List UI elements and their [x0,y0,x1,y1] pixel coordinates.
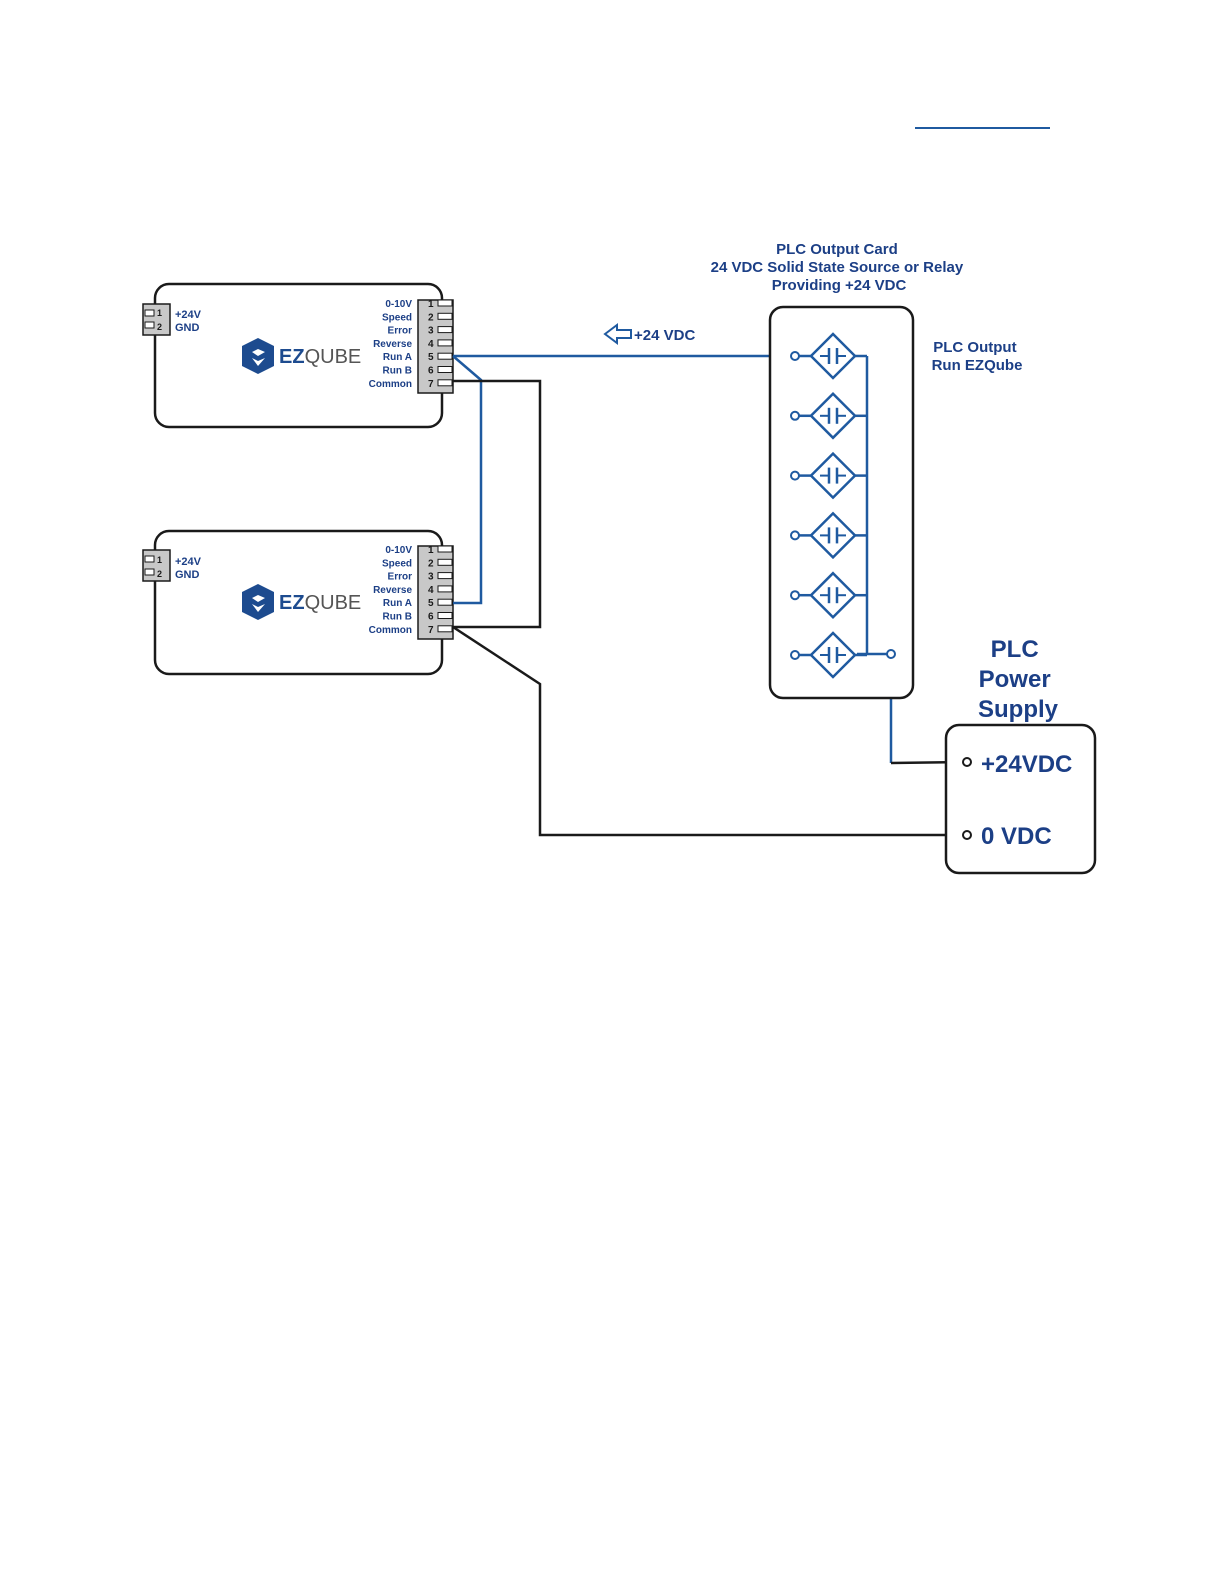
plc-output-terminal [791,651,799,659]
plc-output-label-line-2: Run EZQube [932,357,1023,374]
power-pin-1: 1 [157,308,162,318]
io-label: Run A [383,352,412,363]
io-pin-number: 1 [428,545,434,556]
plc-output-terminal [791,531,799,539]
io-pin-socket [438,573,452,579]
io-label: Run A [383,598,412,609]
io-label: 0-10V [385,545,412,556]
power-label-24v: +24V [175,556,202,568]
plc-card-title: PLC Output Card 24 VDC Solid State Sourc… [711,241,968,294]
io-pin-socket [438,599,452,605]
power-supply-title: PLC Power Supply [978,636,1059,723]
io-label: Run B [383,366,412,377]
power-connector: 1 2 [143,550,170,581]
terminal-24vdc [963,758,971,766]
plc-output-terminal [791,591,799,599]
io-pin-socket [438,300,452,306]
logo-qube: QUBE [305,346,362,368]
plc-output-terminal [791,412,799,420]
io-label: Reverse [373,585,412,596]
power-pin-2: 2 [157,569,162,579]
logo-ez: EZ [279,346,305,368]
wire-run-a-daisy-chain [453,356,481,603]
io-label: Error [388,572,413,583]
io-pin-socket [438,626,452,632]
io-label: Reverse [373,339,412,350]
power-label-gnd: GND [175,322,200,334]
io-pin-number: 6 [428,366,434,377]
io-pin-socket [438,313,452,319]
plc-card-title-line-2: 24 VDC Solid State Source or Relay [711,259,964,276]
io-label: 0-10V [385,299,412,310]
plc-output-label: PLC Output Run EZQube [932,339,1023,374]
plc-card-title-line-3: Providing +24 VDC [772,277,907,294]
plc-output-card: PLC Output Card 24 VDC Solid State Sourc… [711,241,1023,698]
svg-text:EZQUBE: EZQUBE [279,346,361,368]
power-supply-title-line-1: PLC [991,636,1039,663]
io-pin-socket [438,340,452,346]
io-label: Common [369,625,412,636]
plc-power-supply: PLC Power Supply +24VDC 0 VDC [946,636,1095,873]
io-label: Run B [383,612,412,623]
terminal-0vdc [963,831,971,839]
svg-text:EZQUBE: EZQUBE [279,592,361,614]
io-pin-socket [438,353,452,359]
power-supply-body [946,725,1095,873]
terminal-24vdc-label: +24VDC [981,751,1072,778]
signal-indicator: +24 VDC [605,325,695,344]
io-pin-number: 2 [428,312,434,323]
io-label: Common [369,379,412,390]
power-connector: 1 2 [143,304,170,335]
power-pin-1: 1 [157,555,162,565]
io-pin-socket [438,380,452,386]
io-label: Speed [382,558,412,569]
io-pin-socket [438,559,452,565]
io-pin-socket [438,546,452,552]
io-pin-number: 7 [428,379,434,390]
logo-ez: EZ [279,592,305,614]
plc-common-terminal [887,650,895,658]
io-pin-socket [438,327,452,333]
io-pin-number: 7 [428,625,434,636]
io-pin-number: 6 [428,612,434,623]
io-pin-socket [438,367,452,373]
plc-card-title-line-1: PLC Output Card [776,241,898,258]
power-label-gnd: GND [175,569,200,581]
io-pin-number: 3 [428,572,434,583]
io-pin-socket [438,586,452,592]
logo-qube: QUBE [305,592,362,614]
signal-label: +24 VDC [634,327,695,344]
power-supply-title-line-2: Power [979,666,1051,693]
terminal-0vdc-label: 0 VDC [981,823,1052,850]
io-pin-number: 2 [428,558,434,569]
power-supply-title-line-3: Supply [978,696,1059,723]
io-pin-number: 3 [428,326,434,337]
io-label: Speed [382,312,412,323]
io-pin-socket [438,613,452,619]
power-label-24v: +24V [175,309,202,321]
io-pin-number: 5 [428,598,434,609]
plc-output-terminal [791,472,799,480]
io-pin-number: 1 [428,299,434,310]
io-pin-number: 5 [428,352,434,363]
plc-output-terminal [791,352,799,360]
plc-output-label-line-1: PLC Output [933,339,1016,356]
power-pin-2: 2 [157,322,162,332]
io-label: Error [388,326,413,337]
io-pin-number: 4 [428,339,434,350]
wire-common-daisy-chain [453,381,540,627]
io-pin-number: 4 [428,585,434,596]
arrow-left-icon [605,325,631,343]
